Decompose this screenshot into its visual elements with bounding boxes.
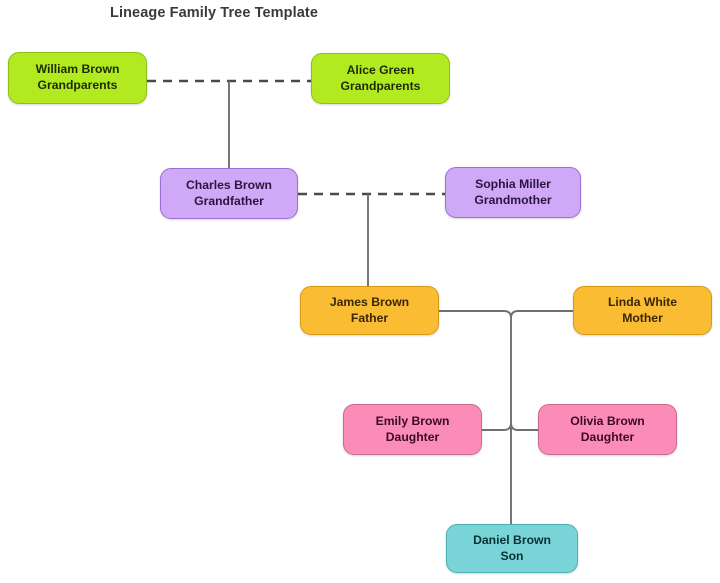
node-linda-white-role: Mother xyxy=(622,310,663,325)
node-charles-brown-role: Grandfather xyxy=(194,193,264,208)
node-sophia-miller-name: Sophia Miller xyxy=(475,176,551,191)
node-james-brown-name: James Brown xyxy=(329,294,410,309)
edge-linda-to-junction xyxy=(510,310,573,319)
page-title: Lineage Family Tree Template xyxy=(110,5,319,21)
edge-trunk-to-olivia xyxy=(510,422,538,431)
node-william-brown-role: Grandparents xyxy=(37,78,118,92)
node-olivia-brown-role: Daughter xyxy=(580,429,635,444)
node-emily-brown-role: Daughter xyxy=(385,429,440,444)
node-alice-green-role: Grandparents xyxy=(340,78,421,93)
node-emily-brown-name: Emily Brown xyxy=(375,413,450,428)
node-james-brown-role: Father xyxy=(350,310,389,325)
node-alice-green-name: Alice Green xyxy=(346,62,415,77)
node-daniel-brown-name: Daniel Brown xyxy=(473,532,551,547)
node-charles-brown-name: Charles Brown xyxy=(185,177,272,192)
edge-james-to-junction xyxy=(439,310,512,319)
node-linda-white-name: Linda White xyxy=(607,294,678,309)
node-william-brown-name: William Brown xyxy=(35,62,120,77)
node-sophia-miller-role: Grandmother xyxy=(474,192,552,207)
node-olivia-brown-name: Olivia Brown xyxy=(570,413,645,428)
edge-trunk-to-emily xyxy=(482,422,512,431)
node-daniel-brown-role: Son xyxy=(500,548,524,563)
